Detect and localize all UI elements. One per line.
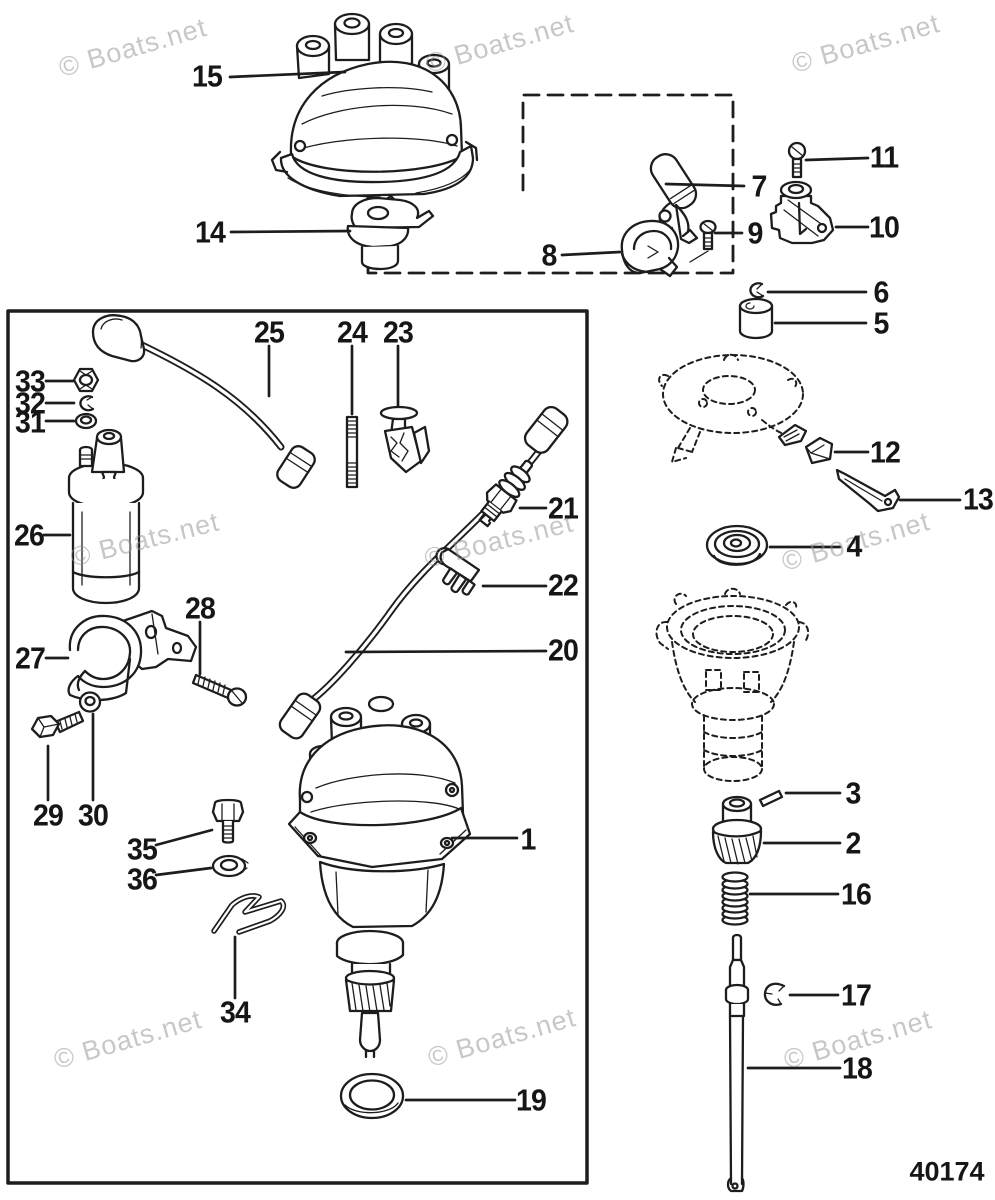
callout-4: 4: [846, 528, 863, 564]
housing-drawing: [655, 587, 810, 782]
callout-18: 18: [842, 1050, 873, 1086]
callout-19: 19: [516, 1082, 547, 1118]
callout-27: 27: [15, 640, 46, 676]
callout-9: 9: [747, 215, 764, 251]
part-16-drawing: [721, 871, 749, 926]
callout-30: 30: [78, 797, 109, 833]
callout-33: 33: [15, 363, 46, 399]
leader-line-35: [154, 828, 214, 847]
callout-8: 8: [541, 237, 558, 273]
callout-21: 21: [548, 490, 579, 526]
leader-line-15: [228, 70, 347, 79]
callout-31: 31: [15, 404, 46, 440]
callout-7: 7: [751, 168, 768, 204]
callout-5: 5: [873, 305, 890, 341]
part-22-drawing: [435, 546, 481, 596]
callout-22: 22: [548, 567, 579, 603]
callout-1: 1: [520, 821, 537, 857]
part-2-drawing: [711, 795, 763, 865]
callout-20: 20: [548, 632, 579, 668]
part-3-drawing: [758, 789, 784, 808]
part-7-drawing: [649, 153, 699, 245]
callout-29: 29: [33, 797, 64, 833]
part-5-drawing: [738, 297, 774, 340]
leader-line-7: [664, 182, 746, 188]
parts-group-box: [6, 309, 589, 1185]
part-33-drawing: [72, 367, 100, 393]
part-30-drawing: [78, 691, 102, 713]
part-29-drawing: [30, 710, 85, 739]
part-11-drawing: [787, 141, 807, 179]
leader-line-8: [560, 250, 622, 257]
part-27-drawing: [67, 609, 198, 702]
part-6-drawing: [749, 282, 765, 299]
callout-25: 25: [254, 314, 285, 350]
callout-35: 35: [127, 831, 158, 867]
callout-15: 15: [192, 58, 223, 94]
leader-line-20: [344, 649, 548, 654]
callout-6: 6: [873, 274, 890, 310]
part-21-drawing: [478, 459, 533, 528]
leader-line-11: [804, 156, 870, 162]
callout-10: 10: [869, 209, 900, 245]
callout-3: 3: [845, 775, 862, 811]
part-24-drawing: [345, 415, 359, 489]
callout-17: 17: [841, 977, 872, 1013]
callout-2: 2: [845, 825, 862, 861]
leader-lines: [42, 70, 962, 1102]
callout-34: 34: [220, 994, 251, 1030]
part-12-drawing: [804, 436, 834, 465]
callout-28: 28: [185, 590, 216, 626]
part-19-drawing: [339, 1072, 405, 1120]
part-35-drawing: [211, 798, 245, 844]
part-25-drawing: [91, 314, 316, 489]
part-4-drawing: [705, 524, 769, 566]
callout-13: 13: [963, 481, 994, 517]
callout-24: 24: [337, 314, 368, 350]
part-34-drawing: [211, 893, 287, 935]
page-number: 40174: [909, 1156, 985, 1187]
dashed-assembly-box: [366, 93, 735, 275]
part-31-drawing: [74, 412, 98, 430]
part-14-drawing: [346, 194, 435, 271]
part-1-drawing: [287, 695, 472, 1059]
breaker-plate-drawing: [658, 353, 804, 463]
callout-23: 23: [383, 314, 414, 350]
part-26-drawing: [67, 428, 145, 605]
part-15-drawing: [270, 12, 479, 198]
part-23-drawing: [379, 405, 431, 474]
callout-26: 26: [14, 517, 45, 553]
leader-line-14: [229, 229, 352, 234]
part-13-drawing: [835, 468, 901, 513]
leader-line-36: [154, 866, 213, 877]
part-10-drawing: [769, 180, 835, 245]
callout-11: 11: [869, 139, 899, 175]
callout-32: 32: [15, 385, 46, 421]
part-17-drawing: [763, 982, 786, 1006]
callout-16: 16: [841, 876, 872, 912]
part-18-drawing: [724, 933, 750, 1193]
part-36-drawing: [211, 854, 249, 878]
callout-14: 14: [195, 214, 226, 250]
part-9-drawing: [689, 219, 717, 263]
part-28-drawing: [191, 673, 248, 707]
callout-36: 36: [127, 861, 158, 897]
part-8-drawing: [620, 219, 680, 278]
plate-wedge-drawing: [777, 423, 808, 447]
callout-12: 12: [870, 434, 901, 470]
part-32-drawing: [79, 395, 95, 412]
